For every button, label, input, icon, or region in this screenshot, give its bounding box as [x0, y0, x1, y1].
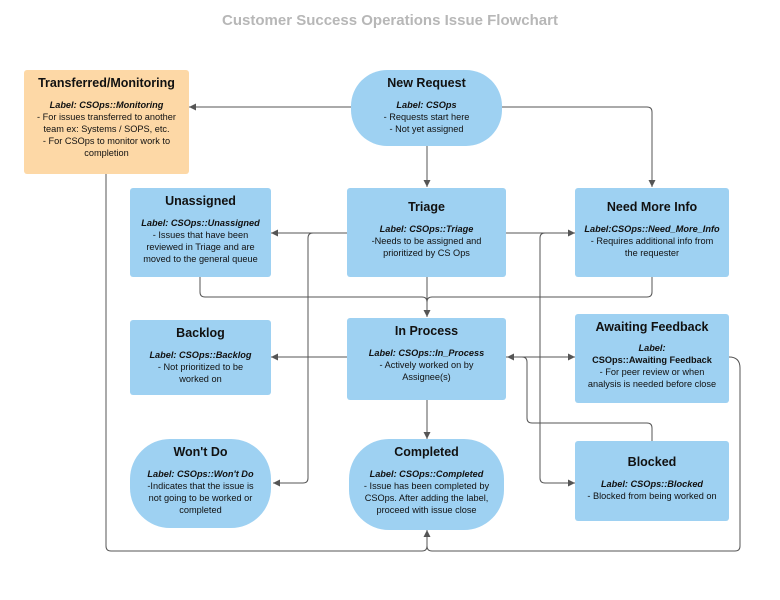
edge-unassigned-to-in-process — [199, 277, 428, 303]
edge-awaiting-to-completed — [426, 356, 741, 552]
node-title: Awaiting Feedback — [595, 320, 709, 334]
node-text: not going to be worked or — [148, 493, 253, 503]
node-text: team ex: Systems / SOPS, etc. — [43, 124, 170, 134]
node-need-more-info: Need More Info Label:CSOps::Need_More_In… — [575, 188, 729, 277]
node-awaiting-feedback: Awaiting Feedback Label: CSOps::Awaiting… — [575, 314, 729, 403]
node-text: proceed with issue close — [376, 505, 477, 515]
edge-need-more-info-to-in-process — [426, 277, 653, 303]
node-wont-do: Won't Do Label: CSOps::Won't Do -Indicat… — [130, 439, 271, 528]
node-label: Label: CSOps::Backlog — [149, 350, 252, 360]
node-label: Label: CSOps — [396, 100, 457, 110]
node-text: - Not yet assigned — [389, 124, 464, 134]
node-in-process: In Process Label: CSOps::In_Process - Ac… — [347, 318, 506, 400]
node-title: Won't Do — [173, 445, 228, 459]
node-label: Label: CSOps::Unassigned — [141, 218, 260, 228]
node-title: Transferred/Monitoring — [38, 76, 175, 90]
node-title: In Process — [394, 324, 459, 338]
node-text: completed — [179, 505, 222, 515]
edge-trunk-to-wont-do — [273, 232, 347, 487]
node-label: Label: CSOps::Blocked — [600, 479, 704, 489]
node-title: Unassigned — [165, 194, 236, 208]
node-text: worked on — [179, 374, 222, 384]
node-text: Assignee(s) — [402, 372, 451, 382]
node-text: moved to the general queue — [143, 254, 258, 264]
node-text: CSOps. After adding the label, — [364, 493, 489, 503]
node-text: - Issues that have been — [152, 230, 249, 240]
edge-trunk-right-to-in-process — [539, 232, 575, 357]
node-text: - For CSOps to monitor work to — [42, 136, 171, 146]
edge-blocked-to-in-process — [507, 353, 653, 441]
node-title: New Request — [387, 76, 466, 90]
edge-in-process-to-blocked — [539, 357, 575, 487]
node-title: Backlog — [176, 326, 225, 340]
node-text: -Needs to be assigned and — [371, 236, 482, 246]
node-label: Label: CSOps::Monitoring — [49, 100, 164, 110]
node-triage: Triage Label: CSOps::Triage -Needs to be… — [347, 188, 506, 277]
node-text: - Requests start here — [383, 112, 470, 122]
node-new-request: New Request Label: CSOps - Requests star… — [351, 70, 502, 146]
node-completed: Completed Label: CSOps::Completed - Issu… — [349, 439, 504, 530]
node-text: - Blocked from being worked on — [587, 491, 717, 501]
node-label: Label: CSOps::In_Process — [368, 348, 485, 358]
node-transferred-monitoring: Transferred/Monitoring Label: CSOps::Mon… — [24, 70, 189, 174]
node-title: Blocked — [627, 455, 677, 469]
node-text: - For peer review or when — [599, 367, 705, 377]
node-text: - Actively worked on by — [379, 360, 474, 370]
node-text: - Requires additional info from — [590, 236, 714, 246]
node-title: Completed — [394, 445, 459, 459]
node-text: -Indicates that the issue is — [147, 481, 254, 491]
node-title: Triage — [408, 200, 445, 214]
node-text: - Issue has been completed by — [363, 481, 490, 491]
node-text: the requester — [624, 248, 680, 258]
node-text: analysis is needed before close — [587, 379, 717, 389]
diagram-title: Customer Success Operations Issue Flowch… — [222, 12, 558, 29]
node-unassigned: Unassigned Label: CSOps::Unassigned - Is… — [130, 188, 271, 277]
node-text: - Not prioritized to be — [157, 362, 244, 372]
node-text: completion — [84, 148, 129, 158]
node-label: Label: — [638, 343, 666, 353]
node-label: Label:CSOps::Need_More_Info — [584, 224, 720, 234]
node-title: Need More Info — [606, 200, 698, 214]
node-backlog: Backlog Label: CSOps::Backlog - Not prio… — [130, 320, 271, 395]
node-text: - For issues transferred to another — [37, 112, 176, 122]
edge-new-request-to-need-more-info — [502, 106, 656, 187]
node-label-value: CSOps::Awaiting Feedback — [592, 355, 712, 365]
node-label: Label: CSOps::Completed — [369, 469, 484, 479]
node-label: Label: CSOps::Won't Do — [147, 469, 254, 479]
node-text: prioritized by CS Ops — [383, 248, 470, 258]
node-blocked: Blocked Label: CSOps::Blocked - Blocked … — [575, 441, 729, 521]
edge-transferred-to-completed — [105, 174, 431, 552]
node-label: Label: CSOps::Triage — [379, 224, 474, 234]
node-text: reviewed in Triage and are — [146, 242, 255, 252]
